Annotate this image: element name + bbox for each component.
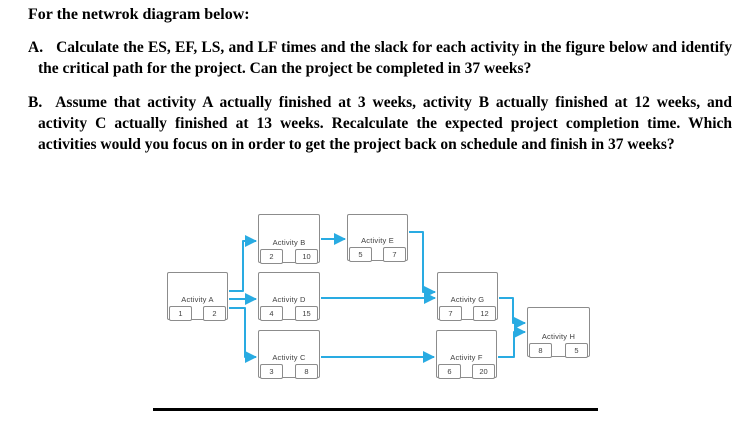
horizontal-rule [153, 408, 598, 411]
activity-num-left: 1 [169, 305, 192, 321]
activity-label: Activity B [272, 238, 306, 247]
activity-node-D: Activity D 4 15 [258, 272, 320, 321]
activity-num-right: 7 [383, 246, 406, 262]
activity-num-left: 7 [439, 305, 462, 321]
activity-label: Activity A [181, 295, 214, 304]
activity-num-right: 5 [565, 342, 588, 358]
activity-num-right: 12 [473, 305, 496, 321]
edge-A-C [229, 307, 257, 363]
activity-label: Activity H [541, 332, 576, 341]
activity-node-B: Activity B 2 10 [258, 214, 320, 264]
activity-node-F: Activity F 6 20 [436, 330, 497, 379]
edge-A-B [229, 235, 257, 292]
activity-label: Activity D [272, 295, 306, 304]
question-b: B.Assume that activity A actually finish… [28, 92, 732, 155]
activity-num-left: 8 [529, 342, 552, 358]
activity-label: Activity F [450, 353, 483, 362]
question-a-text: Calculate the ES, EF, LS, and LF times a… [38, 39, 732, 77]
edge-G-H [499, 297, 526, 329]
activity-num-right: 8 [295, 363, 318, 379]
question-b-text: Assume that activity A actually finished… [38, 94, 732, 153]
activity-num-left: 2 [260, 248, 283, 264]
problem-text: For the netwrok diagram below: A.Calcula… [28, 6, 732, 155]
edge-F-H [498, 326, 526, 358]
activity-node-E: Activity E 5 7 [347, 214, 408, 262]
activity-num-right: 2 [203, 305, 226, 321]
activity-label: Activity G [450, 295, 485, 304]
question-a-marker: A. [28, 39, 44, 56]
activity-num-right: 20 [472, 363, 495, 379]
activity-node-A: Activity A 1 2 [167, 272, 228, 321]
activity-num-left: 3 [260, 363, 283, 379]
question-a: A.Calculate the ES, EF, LS, and LF times… [28, 37, 732, 79]
activity-label: Activity C [272, 353, 306, 362]
activity-num-right: 10 [295, 248, 318, 264]
activity-num-left: 6 [438, 363, 461, 379]
page-title: For the netwrok diagram below: [28, 6, 250, 23]
activity-node-C: Activity C 3 8 [258, 330, 320, 379]
question-b-marker: B. [28, 94, 43, 111]
activity-num-left: 5 [349, 246, 372, 262]
activity-num-left: 4 [260, 305, 283, 321]
activity-label: Activity E [361, 236, 394, 245]
activity-node-G: Activity G 7 12 [437, 272, 498, 321]
edge-E-G [409, 231, 436, 298]
activity-node-H: Activity H 8 5 [527, 307, 590, 358]
activity-num-right: 15 [295, 305, 318, 321]
